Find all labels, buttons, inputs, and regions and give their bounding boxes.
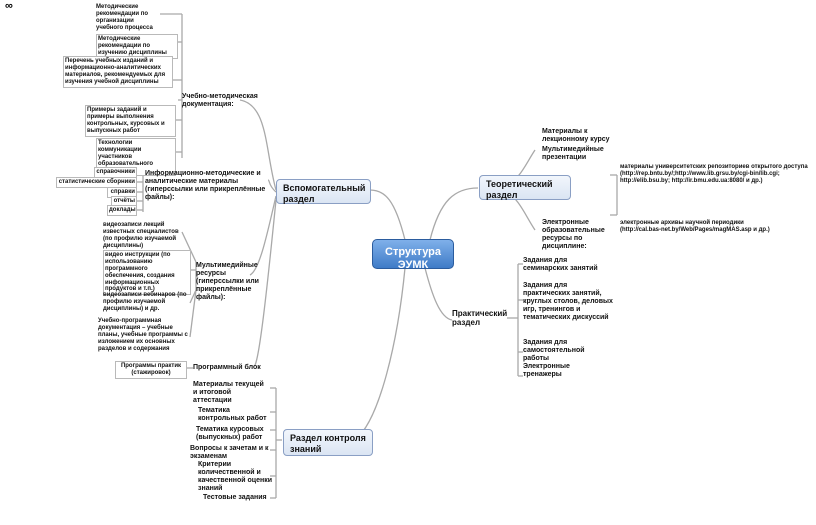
er-label: Электронные образовательные ресурсы по д…: [542, 219, 605, 251]
branch-vspomog-label: Вспомогательный раздел: [283, 183, 366, 204]
prog-label: Программный блок: [193, 364, 261, 371]
practice-item-4: Электронные тренажеры: [523, 363, 570, 379]
mm-item-4: Учебно-программная документация – учебны…: [98, 318, 188, 352]
er-item-1: материалы университетских репозиториев о…: [620, 164, 808, 184]
practice-item-1: Задания для семинарских занятий: [523, 257, 598, 273]
inf-mat-label: Информационно-методические и аналитическ…: [145, 170, 266, 202]
theory-item-1: Материалы к лекционному курсу: [542, 128, 610, 144]
mm-item-3: видеозаписи вебинаров (по профилю изучае…: [103, 292, 187, 312]
practice-item-2: Задания для практических занятий, круглы…: [523, 282, 613, 322]
mm-item-1: видеозаписи лекций известных специалисто…: [103, 222, 179, 249]
branch-vspomog[interactable]: Вспомогательный раздел: [276, 179, 371, 204]
branch-control[interactable]: Раздел контроля знаний: [283, 429, 373, 456]
theory-item-2: Мультимедийные презентации: [542, 146, 604, 162]
inf-item-2: статистические сборники: [56, 177, 137, 188]
central-node[interactable]: Структура ЭУМК: [372, 239, 454, 272]
logo-icon: ∞: [5, 0, 13, 12]
practice-item-3: Задания для самостоятельной работы: [523, 339, 585, 363]
control-item-1: Материалы текущей и итоговой аттестации: [193, 381, 264, 405]
control-item-4: Вопросы к зачетам и к экзаменам: [190, 445, 269, 461]
inf-item-5: доклады: [107, 205, 137, 216]
um-item-3: Перечень учебных изданий и информационно…: [63, 56, 173, 88]
um-item-4: Примеры заданий и примеры выполнения кон…: [85, 105, 176, 137]
um-doc-label: Учебно-методическая документация:: [182, 93, 258, 109]
branch-practice-label[interactable]: Практический раздел: [452, 309, 508, 328]
um-item-1: Методические рекомендации по организации…: [96, 4, 160, 32]
mm-item-2: видео инструкции (по использованию прогр…: [103, 250, 191, 296]
branch-theory-label: Теоретический раздел: [486, 179, 553, 200]
branch-theory[interactable]: Теоретический раздел: [479, 175, 571, 200]
control-item-3: Тематика курсовых (выпускных) работ: [196, 426, 264, 442]
er-item-2: электронные архивы научной периодики (ht…: [620, 220, 770, 233]
prog-item-1: Программы практик (стажировок): [115, 361, 187, 379]
control-item-6: Тестовые задания: [203, 494, 267, 501]
control-item-2: Тематика контрольных работ: [198, 407, 267, 423]
um-item-2: Методические рекомендации по изучению ди…: [96, 34, 178, 59]
control-item-5: Критерии количественной и качественной о…: [198, 461, 272, 493]
branch-control-label: Раздел контроля знаний: [290, 433, 366, 454]
central-label: Структура ЭУМК: [385, 246, 441, 272]
mm-label: Мультимедийные ресурсы (гиперссылки или …: [196, 262, 259, 302]
